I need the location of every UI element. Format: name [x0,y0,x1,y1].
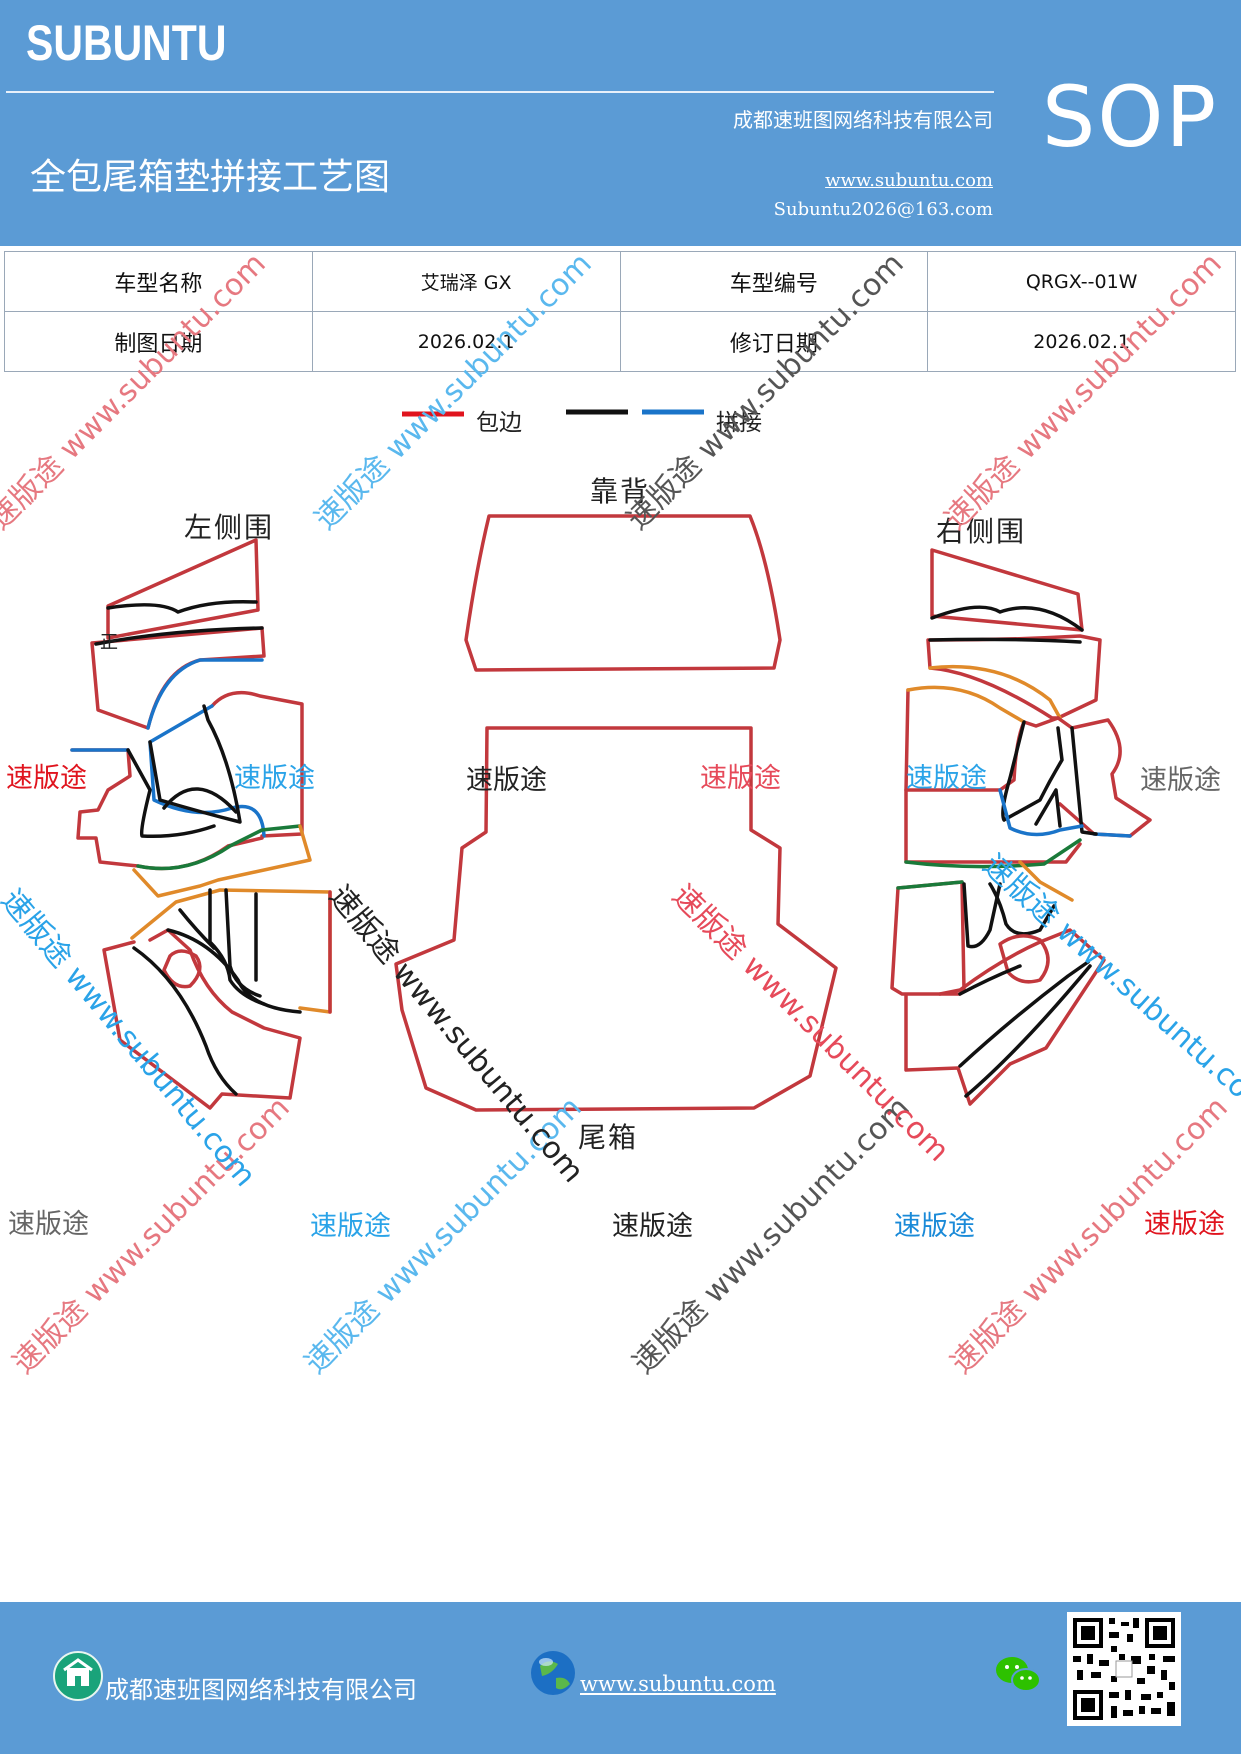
table-cell: 车型编号 [619,251,929,312]
website-link[interactable]: www.subuntu.com [825,170,993,191]
watermark: 速版途 [6,763,87,794]
table-cell: QRGX--01W [927,251,1236,312]
left-side-label: 左侧围 [184,511,275,544]
table-cell: 制图日期 [4,311,313,372]
trunk-floor-panel [394,726,838,1112]
header-banner [0,0,1241,246]
table-cell: 2026.02.1 [927,311,1236,372]
watermark: 速版途 [234,763,315,794]
legend-label-edge: 包边 [476,410,522,436]
table-cell: 2026.02.1 [311,311,621,372]
left-side-panels [70,538,332,1110]
footer-website-link[interactable]: www.subuntu.com [580,1672,776,1696]
backrest-panel [464,514,782,672]
watermark: 速版途 [310,1211,391,1242]
footer-company: 成都速班图网络科技有限公司 [105,1676,417,1704]
watermark: 速版途 [1144,1209,1225,1240]
table-row: 车型名称 艾瑞泽 GX 车型编号 QRGX--01W [4,251,1236,312]
company-name: 成都速班图网络科技有限公司 [733,108,993,132]
table-row: 制图日期 2026.02.1 修订日期 2026.02.1 [4,311,1236,372]
table-cell: 修订日期 [619,311,929,372]
home-icon [53,1651,103,1701]
right-side-label: 右侧围 [936,515,1027,548]
watermark: 速版途 [906,763,987,794]
brand-logo: SUBUNTU [26,15,227,71]
page-title: 全包尾箱垫拼接工艺图 [30,157,391,198]
email-link[interactable]: Subuntu2026@163.com [773,199,993,220]
watermark: 速版途 [894,1211,975,1242]
table-cell: 车型名称 [4,251,313,312]
wechat-icon [996,1657,1041,1692]
watermark: 速版途 [1140,765,1221,796]
globe-icon [531,1651,575,1695]
watermark: 速版途 [700,763,781,794]
watermark: 速版途 [612,1211,693,1242]
vehicle-info-table: 车型名称 艾瑞泽 GX 车型编号 QRGX--01W 制图日期 2026.02.… [4,251,1236,372]
legend-label-splice: 拼接 [716,410,762,436]
watermark: 速版途 [466,765,547,796]
header-divider [6,91,994,93]
watermark: 速版途 [8,1209,89,1240]
trunk-label: 尾箱 [578,1121,639,1154]
backrest-label: 靠背 [590,475,651,508]
table-cell: 艾瑞泽 GX [311,251,621,312]
qr-code [1067,1612,1181,1726]
sop-label: SOP [1042,68,1219,166]
orientation-mark: 正 [100,632,120,653]
right-side-panels [890,548,1152,1106]
